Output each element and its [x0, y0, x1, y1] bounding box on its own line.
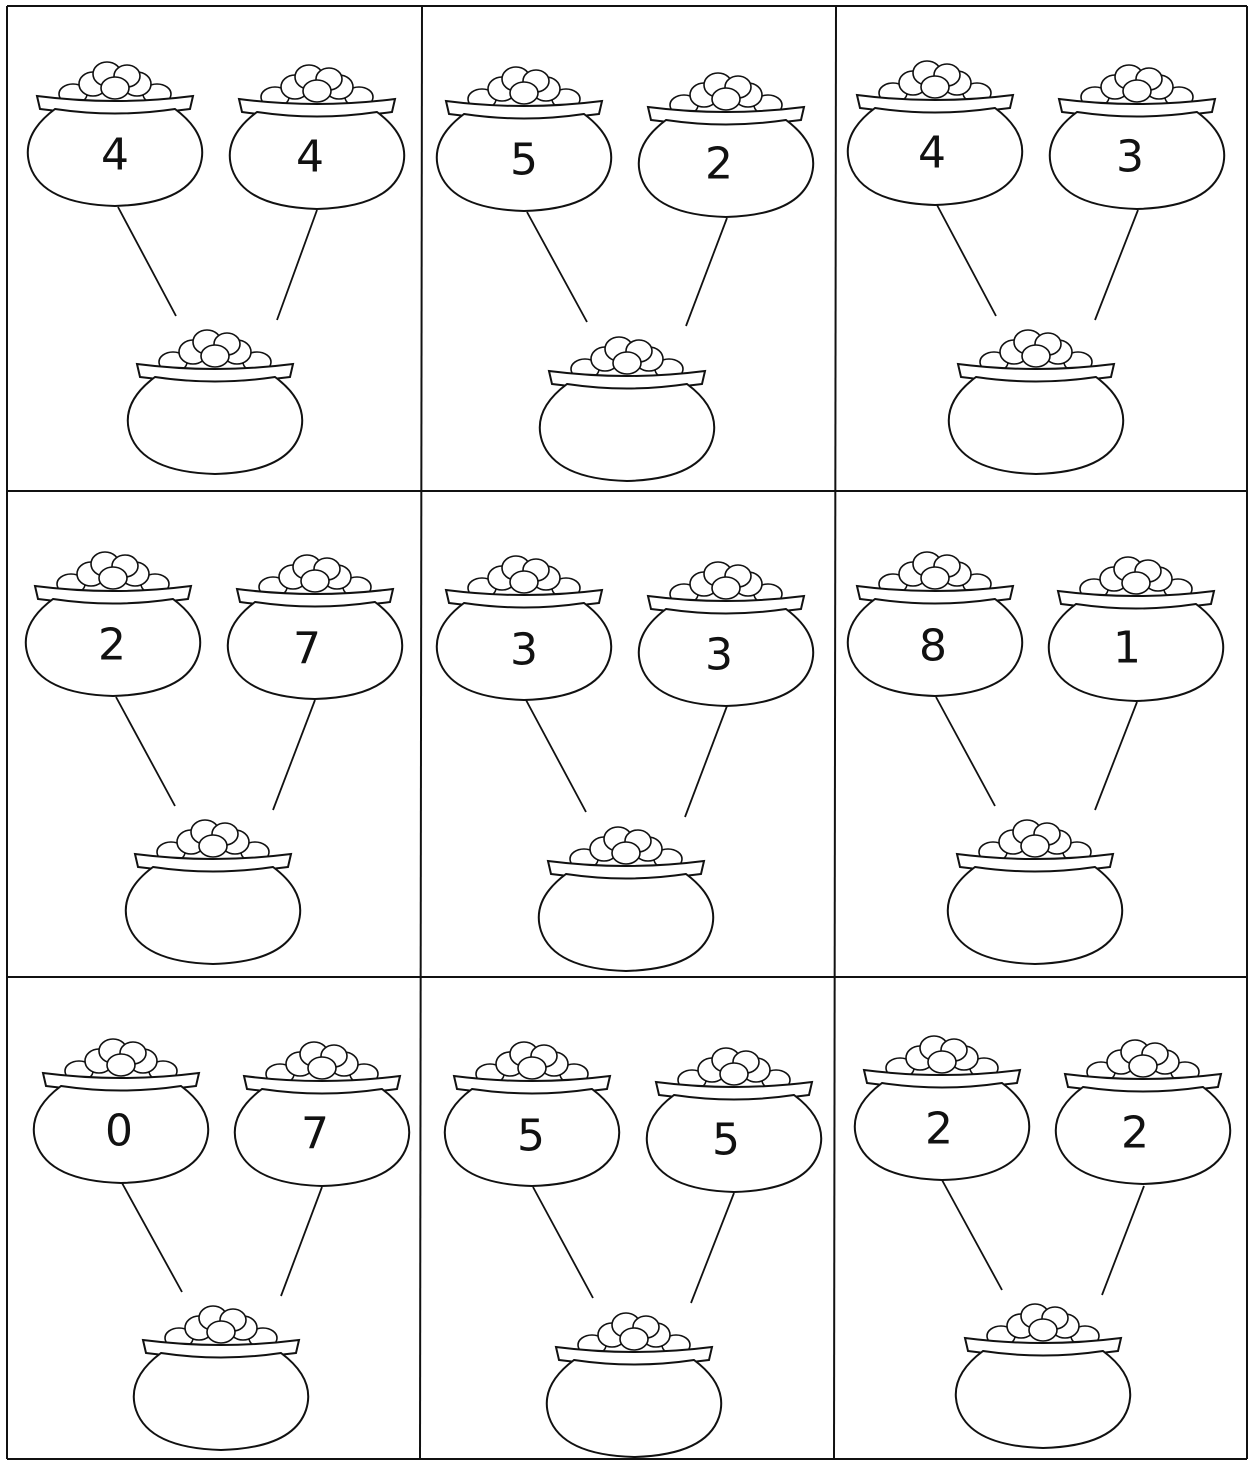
- card-6: 8 1: [848, 552, 1223, 964]
- connector-line: [122, 1183, 182, 1292]
- connector-line: [527, 212, 587, 322]
- part-number-right: 1: [1113, 623, 1141, 674]
- connector-line: [686, 218, 727, 326]
- connector-line: [942, 1180, 1002, 1290]
- pot-of-gold-icon: [134, 1306, 308, 1450]
- connector-line: [277, 210, 317, 320]
- pot-of-gold-icon: [540, 337, 714, 481]
- pot-of-gold-icon: [128, 330, 302, 474]
- card-1: 4 4: [28, 62, 404, 474]
- part-number-left: 8: [919, 621, 947, 672]
- connector-line: [1095, 702, 1137, 810]
- connector-line: [685, 706, 727, 817]
- part-number-left: 5: [517, 1111, 545, 1162]
- connector-line: [281, 1187, 322, 1296]
- connector-line: [1095, 210, 1138, 320]
- part-number-left: 2: [925, 1104, 953, 1155]
- part-number-left: 5: [510, 135, 538, 186]
- card-2: 5 2: [437, 67, 813, 481]
- card-5: 3 3: [437, 556, 813, 971]
- part-number-right: 3: [1116, 132, 1144, 183]
- card-8: 5 5: [445, 1042, 821, 1457]
- connector-line: [273, 700, 315, 810]
- pot-of-gold-icon: [547, 1313, 721, 1457]
- part-number-right: 2: [1121, 1108, 1149, 1159]
- card-3: 4 3: [848, 61, 1224, 474]
- pot-of-gold-icon: [539, 827, 713, 971]
- part-number-right: 7: [301, 1109, 329, 1160]
- connector-line: [691, 1193, 734, 1303]
- connector-line: [1102, 1186, 1144, 1295]
- card-grid: [7, 6, 1247, 1459]
- part-number-left: 4: [101, 130, 129, 181]
- connector-line: [116, 697, 175, 806]
- card-7: 0 7: [34, 1039, 409, 1450]
- part-number-left: 4: [918, 128, 946, 179]
- part-number-right: 2: [705, 139, 733, 190]
- connector-line: [936, 697, 995, 806]
- part-number-right: 7: [293, 624, 321, 675]
- connector-line: [937, 205, 996, 316]
- pot-of-gold-icon: [956, 1304, 1130, 1448]
- card-4: 2 7: [26, 552, 402, 964]
- pot-of-gold-icon: [948, 820, 1122, 964]
- part-number-left: 3: [510, 625, 538, 676]
- connector-line: [533, 1187, 593, 1298]
- pot-of-gold-icon: [126, 820, 300, 964]
- connector-line: [526, 700, 586, 812]
- card-9: 2 2: [855, 1036, 1230, 1448]
- part-number-left: 2: [98, 620, 126, 671]
- pot-of-gold-icon: [949, 330, 1123, 474]
- part-number-right: 3: [705, 630, 733, 681]
- connector-line: [118, 207, 176, 316]
- part-number-right: 4: [296, 132, 324, 183]
- part-number-right: 5: [712, 1115, 740, 1166]
- part-number-left: 0: [105, 1106, 133, 1157]
